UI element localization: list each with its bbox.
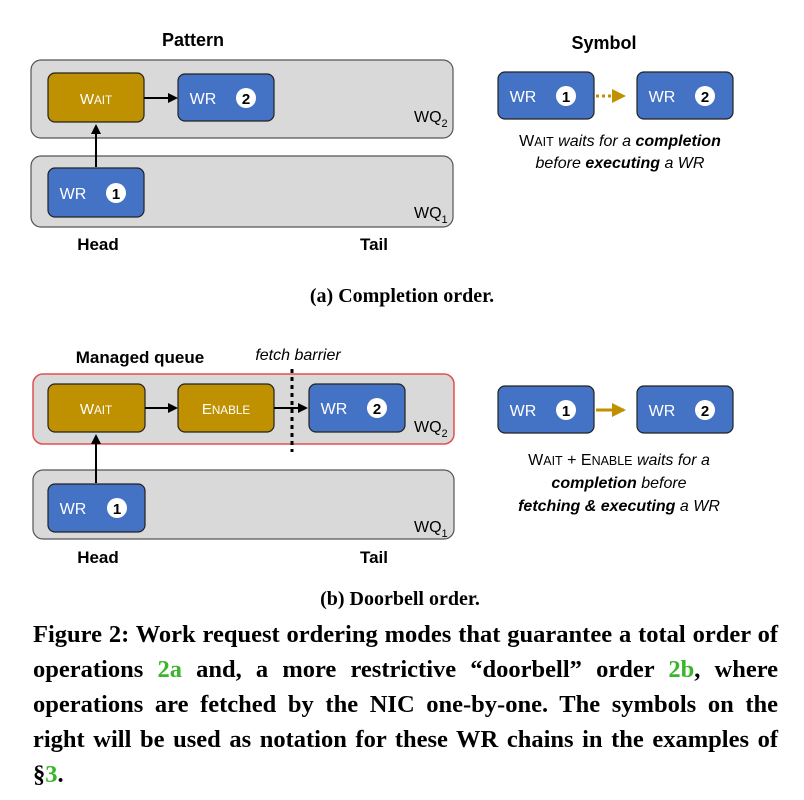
number-badge-1 <box>106 183 126 203</box>
symbol-wr2-label: WR <box>649 403 676 420</box>
ref-link-2a[interactable]: 2a <box>157 656 182 683</box>
number-badge-2 <box>367 398 387 418</box>
wq1-label: WQ1 <box>414 205 448 226</box>
symbol-wr2-box <box>636 71 734 120</box>
fetch-barrier-label: fetch barrier <box>255 347 341 364</box>
panel-b: Managed queue fetch barrier WQ2 WQ1 WAIT… <box>32 347 734 610</box>
caption-text-1: Figure 2: Work request ordering modes th… <box>33 621 778 683</box>
wr2-number: 2 <box>373 401 381 418</box>
symbol-number-badge-2 <box>695 86 715 106</box>
wr1-box <box>47 167 145 218</box>
symbol-description-line-1: WAIT + ENABLE waits for a <box>528 452 710 469</box>
wr2-label: WR <box>190 91 217 108</box>
ref-link-section-3[interactable]: 3 <box>45 761 58 788</box>
symbol-number-badge-1 <box>556 400 576 420</box>
head-label: Head <box>77 235 119 254</box>
subcaption-a: (a) Completion order. <box>310 285 494 307</box>
symbol-label: Symbol <box>571 33 636 53</box>
managed-queue-label: Managed queue <box>76 348 204 367</box>
symbol-description-line-1: WAIT waits for a completion <box>519 133 721 150</box>
wr1-number: 1 <box>112 186 120 203</box>
ref-link-2b[interactable]: 2b <box>668 656 695 683</box>
wr2-label: WR <box>321 401 348 418</box>
wr2-box <box>177 73 275 122</box>
symbol-wr1-number: 1 <box>562 403 570 420</box>
symbol-wr1-box <box>497 385 595 434</box>
wait-label: WAIT <box>80 401 112 418</box>
symbol-number-badge-2 <box>695 400 715 420</box>
symbol-wr1-number: 1 <box>562 89 570 106</box>
symbol-wr2-number: 2 <box>701 89 709 106</box>
symbol-wr2-label: WR <box>649 89 676 106</box>
wait-label: WAIT <box>80 91 112 108</box>
wr1-label: WR <box>60 501 87 518</box>
wq2-label: WQ2 <box>414 109 448 130</box>
ordering-diagram: Pattern Symbol WQ2 WQ1 WAIT WR 2 WR 1 He… <box>30 30 734 610</box>
symbol-wr2-box <box>636 385 734 434</box>
pattern-label: Pattern <box>162 30 224 50</box>
symbol-description-line-2: completion before <box>551 475 686 492</box>
wr2-number: 2 <box>242 91 250 108</box>
symbol-wr1-label: WR <box>510 89 537 106</box>
symbol-wr2-number: 2 <box>701 403 709 420</box>
wr1-box <box>47 483 146 533</box>
wr1-label: WR <box>60 186 87 203</box>
wq2-label: WQ2 <box>414 419 448 440</box>
symbol-description-line-3: fetching & executing a WR <box>518 498 720 515</box>
symbol-wr1-box <box>497 71 595 120</box>
enable-label: ENABLE <box>202 401 251 418</box>
symbol-description-line-2: before executing a WR <box>536 155 705 172</box>
number-badge-1 <box>107 498 127 518</box>
caption-text-2: and, a more restrictive “doorbell” order <box>181 656 669 683</box>
subcaption-b: (b) Doorbell order. <box>320 588 480 610</box>
figure-caption: Figure 2: Work request ordering modes th… <box>33 617 778 792</box>
symbol-wr1-label: WR <box>510 403 537 420</box>
tail-label: Tail <box>360 235 388 254</box>
panel-a: Pattern Symbol WQ2 WQ1 WAIT WR 2 WR 1 He… <box>30 30 734 307</box>
number-badge-2 <box>236 88 256 108</box>
head-label: Head <box>77 548 119 567</box>
symbol-number-badge-1 <box>556 86 576 106</box>
caption-text-4: . <box>57 761 64 788</box>
wq1-label: WQ1 <box>414 519 448 540</box>
wr1-number: 1 <box>113 501 121 518</box>
tail-label: Tail <box>360 548 388 567</box>
wr2-box <box>308 383 406 433</box>
caption-text-3: , where operations are fetched by the NI… <box>33 656 779 788</box>
